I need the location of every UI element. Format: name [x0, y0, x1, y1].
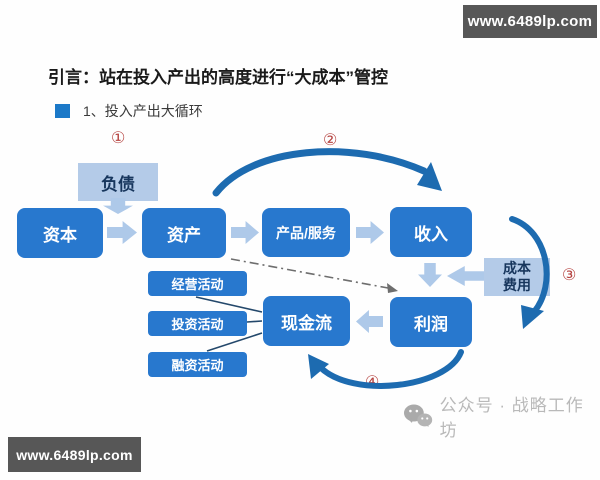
node-liabilities: 负债	[78, 163, 158, 201]
node-income: 收入	[390, 207, 472, 257]
wechat-icon	[403, 404, 433, 427]
node-label: 经营活动	[171, 277, 224, 292]
arrow-capital-to-assets-icon	[107, 221, 137, 244]
node-assets: 资产	[142, 208, 226, 258]
page-title: 引言：站在投入产出的高度进行“大成本”管控	[48, 68, 388, 87]
line-investing-to-cashflow	[246, 320, 263, 323]
curved-arrow-step4-head-icon	[308, 354, 329, 379]
node-operating-activities: 经营活动	[148, 271, 247, 296]
node-label-line1: 成本	[503, 259, 531, 276]
node-capital: 资本	[17, 208, 103, 258]
node-cost-expense: 成本 费用	[484, 258, 550, 296]
node-label: 资本	[43, 225, 77, 245]
site-watermark-top-right: www.6489lp.com	[463, 5, 597, 38]
line-operating-to-cashflow	[195, 296, 263, 313]
wechat-watermark: 公众号 · 战略工作坊	[402, 391, 600, 441]
curved-arrow-step2-icon	[212, 148, 428, 197]
node-label: 产品/服务	[276, 224, 336, 241]
arrow-income-down-icon	[418, 263, 442, 287]
curved-arrow-step4-icon	[317, 349, 464, 389]
section-label: 1、投入产出大循环	[83, 103, 203, 119]
section-heading: 1、投入产出大循环	[55, 101, 203, 121]
site-watermark-bottom-left: www.6489lp.com	[8, 437, 141, 472]
node-financing-activities: 融资活动	[148, 352, 247, 377]
node-investing-activities: 投资活动	[148, 311, 247, 336]
node-label: 利润	[414, 314, 448, 334]
node-label: 投资活动	[171, 317, 224, 332]
curved-arrow-step3-head-icon	[521, 305, 544, 329]
node-label: 收入	[414, 224, 448, 244]
node-profit: 利润	[390, 297, 472, 347]
node-label: 负债	[101, 174, 135, 194]
node-cashflow: 现金流	[263, 296, 350, 346]
step-marker-3: ③	[562, 267, 577, 284]
node-label: 资产	[167, 225, 201, 245]
section-bullet-square	[55, 104, 70, 118]
site-url-text: www.6489lp.com	[16, 446, 133, 463]
arrow-profit-to-cashflow-icon	[356, 310, 383, 333]
dashdot-line-assets-to-profit	[230, 258, 389, 289]
arrow-products-to-income-icon	[356, 221, 384, 244]
step-marker-2: ②	[323, 132, 338, 149]
curved-arrow-step2-head-icon	[417, 162, 442, 191]
wechat-account-label: 公众号 · 战略工作坊	[439, 396, 584, 440]
node-products-services: 产品/服务	[262, 208, 350, 257]
arrow-cost-to-income-icon	[447, 266, 484, 286]
site-url-text: www.6489lp.com	[467, 13, 593, 30]
arrow-assets-to-products-icon	[231, 221, 259, 244]
step-marker-1: ①	[111, 130, 126, 147]
node-label-line2: 费用	[503, 277, 531, 293]
node-label: 融资活动	[171, 358, 224, 373]
node-label: 现金流	[281, 313, 332, 333]
step-marker-4: ④	[365, 374, 380, 391]
dashdot-arrowhead-icon	[387, 283, 398, 293]
